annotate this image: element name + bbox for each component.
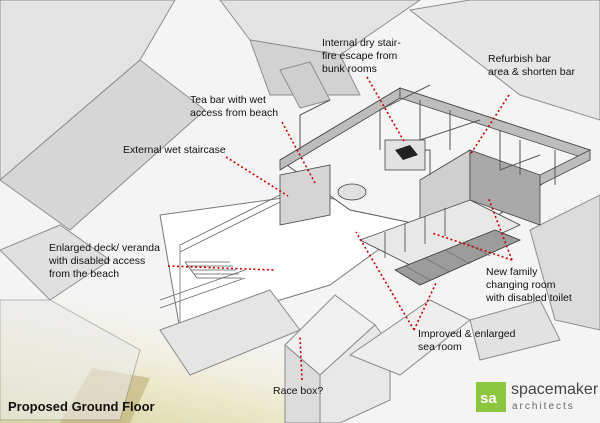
- label-sea-room: Improved & enlarged sea room: [418, 328, 516, 353]
- leader-tea-bar: [281, 121, 316, 184]
- logo-mark-text: sa: [480, 390, 497, 407]
- label-changing-room: New family changing room with disabled t…: [486, 266, 572, 304]
- leader-stair-escape: [366, 76, 406, 144]
- label-external-staircase: External wet staircase: [123, 144, 226, 156]
- label-tea-bar: Tea bar with wet access from beach: [190, 94, 279, 119]
- logo-mark: sa: [476, 382, 506, 412]
- label-stair-escape: Internal dry stair- fire escape from bun…: [322, 37, 401, 75]
- leader-sea-room-1: [355, 231, 415, 331]
- leader-external-staircase: [225, 156, 289, 197]
- leader-refurbish-bar: [469, 94, 510, 156]
- changing-room-block: [358, 199, 521, 271]
- logo-subtitle: architects: [512, 401, 575, 412]
- label-refurbish-bar: Refurbish bar area & shorten bar: [488, 53, 575, 78]
- leader-deck: [167, 265, 275, 271]
- external-ramp-steps: [184, 261, 242, 279]
- leader-sea-room-2: [413, 282, 437, 331]
- leader-changing-room-1: [487, 196, 513, 261]
- spacemaker-logo: sa spacemaker architects: [476, 380, 599, 418]
- label-deck: Enlarged deck/ veranda with disabled acc…: [49, 242, 160, 280]
- label-race-box: Race box?: [273, 385, 324, 397]
- building-walls: [279, 87, 591, 229]
- tea-bar-block: [279, 164, 331, 226]
- logo-name: spacemaker: [511, 381, 599, 398]
- page-title: Proposed Ground Floor: [8, 399, 155, 414]
- internal-stair: [395, 145, 418, 160]
- changing-cubicles: [384, 208, 446, 258]
- leader-changing-room-2: [431, 232, 513, 261]
- leader-race-box: [299, 335, 303, 381]
- spiral-stair: [337, 183, 367, 201]
- sea-room-wall: [394, 229, 522, 286]
- foreground-buildings: [159, 289, 561, 423]
